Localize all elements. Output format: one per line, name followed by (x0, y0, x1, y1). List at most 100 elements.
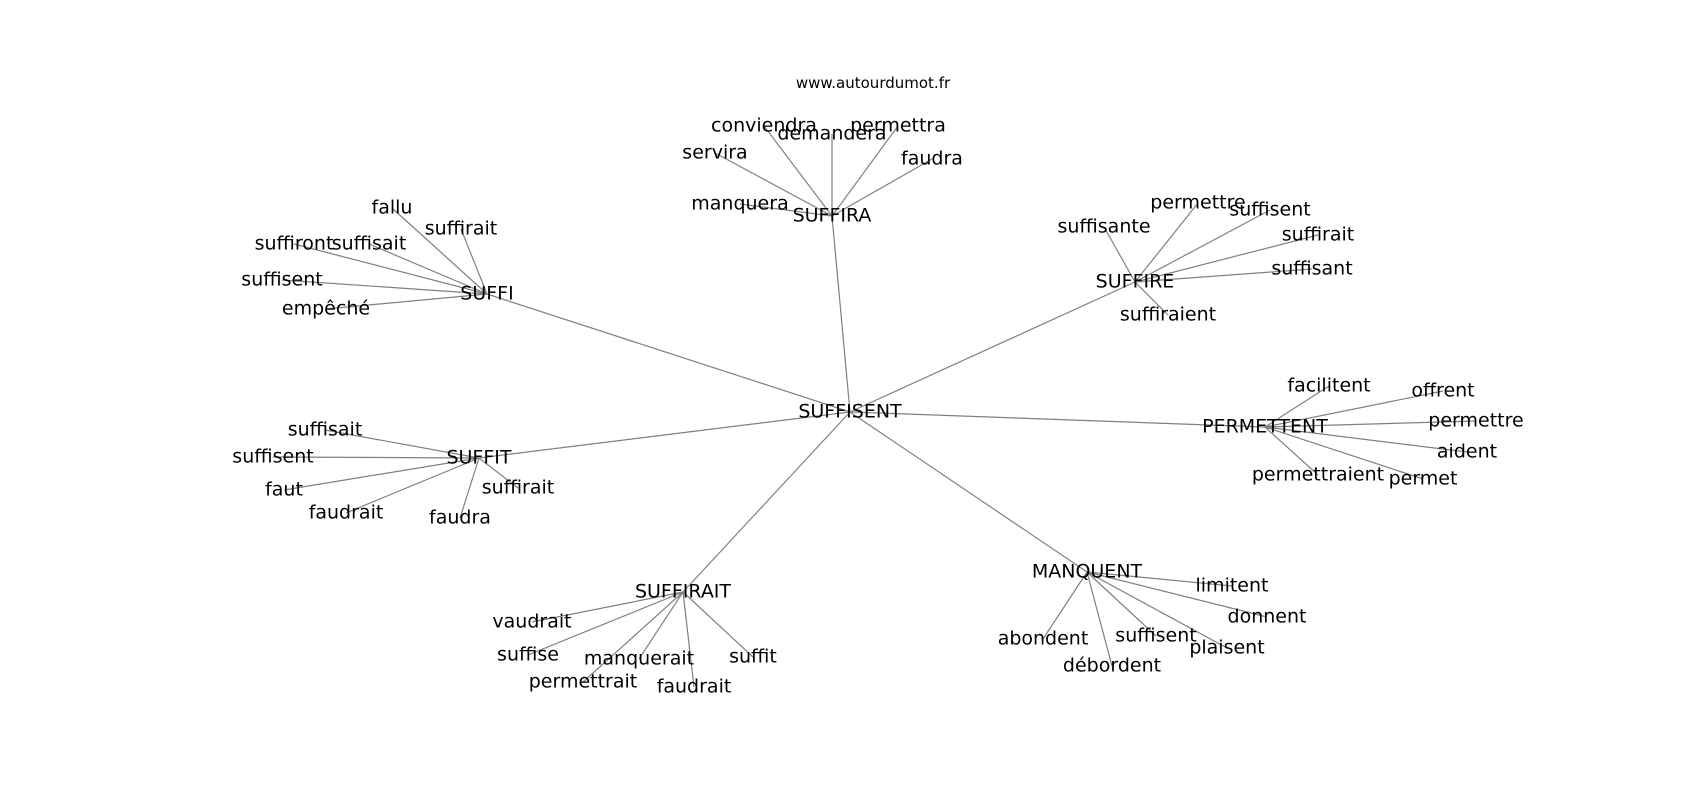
edge-center-to-suffi (486, 293, 851, 413)
edge-suffire-word (1134, 202, 1199, 283)
related-word-node: suffisent (232, 446, 313, 468)
related-word-node: faudra (901, 148, 963, 170)
edge-manquent-word (1086, 571, 1113, 667)
edge-center-to-suffit (478, 411, 851, 459)
edge-suffira-word (714, 152, 833, 217)
related-word-node: suffit (729, 646, 777, 668)
graph-edges (272, 125, 1477, 688)
related-word-node: servira (682, 142, 747, 164)
related-word-node: suffiront (255, 233, 334, 255)
edge-suffira-word (831, 125, 899, 217)
edge-manquent-word (1042, 571, 1088, 640)
related-word-node: fallu (372, 197, 413, 219)
edge-manquent-word (1086, 571, 1157, 637)
edge-suffire-word (1134, 209, 1271, 283)
edge-suffirait-word (638, 591, 684, 660)
related-word-node: suffisante (1057, 216, 1150, 238)
related-word-node: suffisait (288, 419, 363, 441)
edge-suffit-word (272, 456, 480, 459)
related-word-node: conviendra (711, 115, 817, 137)
related-word-node: suffisait (332, 233, 407, 255)
related-word-node: suffirait (1282, 224, 1355, 246)
related-word-node: faudrait (657, 676, 732, 698)
hub-word-node: SUFFIRE (1096, 271, 1175, 293)
edge-permettent-word (1264, 426, 1424, 480)
edge-suffi-word (325, 293, 488, 310)
hub-word-node: MANQUENT (1032, 561, 1143, 583)
edge-suffirait-word (682, 591, 695, 688)
edge-suffit-word (283, 457, 480, 491)
site-watermark: www.autourdumot.fr (796, 74, 951, 92)
related-word-node: manquera (691, 193, 788, 215)
hub-word-node: SUFFIRAIT (635, 581, 731, 603)
edge-suffit-word (324, 429, 480, 459)
related-word-node: facilitent (1287, 375, 1370, 397)
related-word-node: permettraient (1252, 464, 1384, 486)
edge-manquent-word (1086, 571, 1228, 649)
edge-suffire-word (1134, 234, 1319, 283)
edge-suffit-word (345, 457, 480, 514)
graph-labels: SUFFISENTSUFFIRAconviendrademanderaperme… (232, 115, 1523, 698)
related-word-node: suffirait (425, 218, 498, 240)
related-word-node: suffiraient (1120, 304, 1216, 326)
edge-suffira-word (739, 203, 833, 217)
related-word-node: débordent (1063, 655, 1161, 677)
related-word-node: empêché (282, 298, 370, 320)
edge-manquent-word (1086, 571, 1233, 587)
related-word-node: suffisent (1115, 625, 1196, 647)
edge-suffi-word (281, 279, 488, 295)
edge-suffirait-word (531, 591, 684, 623)
related-word-node: permettrait (529, 671, 638, 693)
edge-center-to-permettent (849, 411, 1266, 428)
edge-suffire-word (1134, 268, 1313, 283)
related-word-node: permet (1389, 468, 1458, 490)
related-word-node: limitent (1196, 575, 1269, 597)
edge-center-to-suffira (831, 215, 851, 413)
related-word-node: permettre (1428, 410, 1523, 432)
edge-suffi-word (391, 207, 488, 295)
edge-suffirait-word (582, 591, 684, 683)
edge-permettent-word (1264, 420, 1477, 428)
edge-suffire-word (1134, 281, 1169, 316)
edge-suffirait-word (527, 591, 684, 656)
edge-suffit-word (478, 457, 519, 489)
edge-center-to-suffirait (682, 411, 851, 593)
edge-suffire-word (1103, 226, 1136, 283)
related-word-node: suffisent (1229, 199, 1310, 221)
edge-suffi-word (460, 228, 488, 295)
related-word-node: suffirait (482, 477, 555, 499)
related-word-node: suffise (497, 644, 559, 666)
related-word-node: permettra (850, 115, 946, 137)
related-word-node: aident (1437, 441, 1497, 463)
related-word-node: faudrait (309, 502, 384, 524)
hub-word-node: SUFFI (460, 283, 513, 305)
edge-suffit-word (459, 457, 480, 519)
related-word-node: demandera (777, 123, 886, 145)
edge-center-to-suffire (849, 281, 1136, 413)
edge-permettent-word (1264, 426, 1468, 453)
related-word-node: abondent (998, 628, 1089, 650)
related-word-node: offrent (1411, 380, 1474, 402)
center-word-node: SUFFISENT (798, 401, 902, 423)
related-word-node: plaisent (1189, 637, 1264, 659)
related-word-node: vaudrait (492, 611, 571, 633)
related-word-node: faudra (429, 507, 491, 529)
edge-suffi-word (293, 243, 488, 295)
edge-permettent-word (1264, 426, 1319, 476)
related-word-node: permettre (1150, 192, 1245, 214)
related-word-node: suffisent (241, 269, 322, 291)
edge-manquent-word (1086, 571, 1268, 618)
related-word-node: manquerait (584, 648, 694, 670)
edge-center-to-manquent (849, 411, 1088, 573)
edge-permettent-word (1264, 385, 1330, 428)
hub-word-node: SUFFIRA (793, 205, 872, 227)
edge-permettent-word (1264, 390, 1444, 428)
edge-suffira-word (831, 158, 933, 217)
related-word-node: faut (265, 479, 303, 501)
edge-suffira-word (763, 125, 833, 217)
hub-word-node: PERMETTENT (1202, 416, 1328, 438)
edge-suffi-word (368, 243, 488, 295)
edge-suffirait-word (682, 591, 754, 658)
related-word-node: suffisant (1271, 258, 1352, 280)
